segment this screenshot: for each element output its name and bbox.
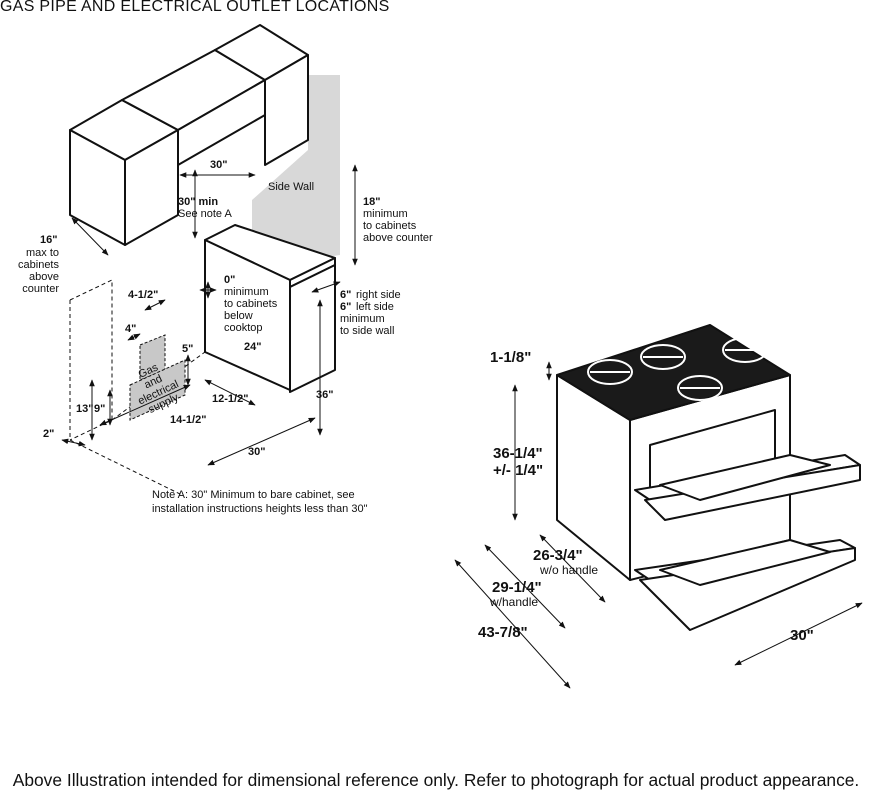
dim-13: 13" [76,403,93,415]
dim-30-min: 30" min [178,196,218,208]
dim-1-1-8: 1-1/8" [490,349,531,366]
dim-16-line3: above [29,271,59,283]
see-note-a: See note A [178,208,232,220]
dim-6-right-text: right side [356,289,401,301]
note-a-line2: installation instructions heights less t… [152,503,368,515]
oven-doors [634,409,861,631]
left-dimension-lines [61,164,358,466]
note-a-line1: Note A: 30" Minimum to bare cabinet, see [152,489,355,501]
dim-0: 0" [224,274,235,286]
dim-0-line3: below [224,310,253,322]
dim-26-3-4: 26-3/4" [533,547,583,564]
dim-30-top: 30" [210,159,227,171]
dim-4-1-2: 4-1/2" [128,289,158,301]
side-wall-label: Side Wall [268,181,314,193]
side-wall [252,75,340,268]
dim-26-sub: w/o handle [539,563,598,577]
page-title: GAS PIPE AND ELECTRICAL OUTLET LOCATIONS [0,0,390,15]
cooktop-grates [587,337,768,401]
dim-24: 24" [244,341,261,353]
dim-30-width: 30" [790,627,814,644]
dim-43-7-8: 43-7/8" [478,624,528,641]
dim-18-line1: minimum [363,208,408,220]
upper-cabinets [69,24,309,246]
dim-14-1-2: 14-1/2" [170,414,206,426]
dim-16-line4: counter [22,283,59,295]
right-dimension-lines [454,361,863,689]
dim-2: 2" [43,428,54,440]
installation-diagram: 30" 30" min See note A Side Wall 18" min… [18,24,863,689]
base-cabinet [204,224,336,393]
dim-16-line2: cabinets [18,259,59,271]
dim-30-bottom: 30" [248,446,265,458]
footer-disclaimer: Above Illustration intended for dimensio… [12,770,860,790]
dim-36: 36" [316,389,333,401]
dim-29-1-4: 29-1/4" [492,579,542,596]
dim-18: 18" [363,196,380,208]
dim-0-line2: to cabinets [224,298,278,310]
dim-16: 16" [40,234,57,246]
dim-36-1-4-tolerance: +/- 1/4" [493,462,543,479]
dim-6-line2: to side wall [340,325,394,337]
dim-6-right: 6" [340,289,351,301]
dim-0-line1: minimum [224,286,269,298]
dim-9: 9" [94,403,105,415]
dim-5: 5" [182,343,193,355]
dim-16-line1: max to [26,247,59,259]
dim-6-left: 6" [340,301,351,313]
dim-18-line3: above counter [363,232,433,244]
dim-12-1-2: 12-1/2" [212,393,248,405]
dim-4: 4" [125,323,136,335]
dim-18-line2: to cabinets [363,220,417,232]
dim-36-1-4: 36-1/4" [493,445,543,462]
dim-29-sub: w/handle [489,595,538,609]
dim-0-line4: cooktop [224,322,263,334]
dim-6-left-text: left side [356,301,394,313]
dim-6-line1: minimum [340,313,385,325]
